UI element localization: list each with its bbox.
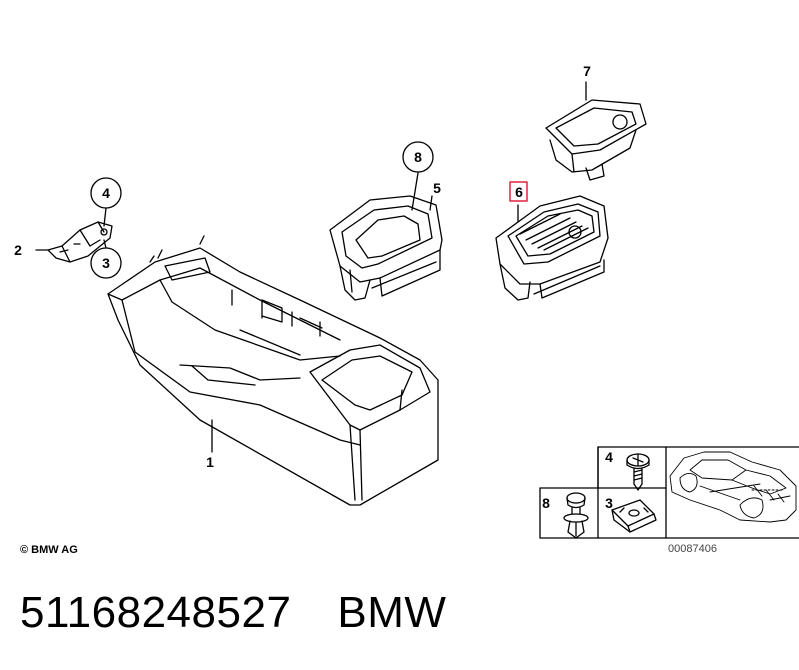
callout-2: 2 — [14, 242, 22, 258]
callout-circle-8 — [402, 141, 434, 173]
diagram-reference: 00087406 — [668, 543, 717, 555]
callout-3: 3 — [102, 255, 110, 271]
callout-1: 1 — [206, 454, 214, 470]
callout-5: 5 — [433, 180, 441, 196]
center-console-icon — [107, 235, 439, 506]
ashtray-insert-icon — [329, 195, 443, 301]
callout-7: 7 — [583, 63, 591, 79]
callout-8: 8 — [414, 149, 422, 165]
part-number-line: 51168248527 BMW — [20, 588, 446, 638]
tray-icon — [545, 99, 647, 181]
highlight-box-6 — [509, 181, 528, 202]
inset-label-3: 3 — [605, 495, 613, 511]
inset-label-8: 8 — [542, 495, 550, 511]
copyright-text: © BMW AG — [20, 544, 78, 556]
inset-label-4: 4 — [605, 449, 613, 465]
car-icon — [669, 451, 797, 523]
bracket-icon — [47, 221, 113, 263]
part-number: 51168248527 — [20, 588, 292, 637]
ashtray-cover-icon — [495, 195, 609, 301]
brand-name: BMW — [337, 588, 447, 637]
screw-icon — [626, 453, 650, 491]
callout-6: 6 — [515, 184, 523, 200]
clip-icon — [563, 492, 589, 539]
callout-circle-4 — [90, 177, 122, 209]
nut-icon — [611, 499, 657, 533]
callout-4: 4 — [102, 185, 110, 201]
leader-lines — [35, 81, 587, 453]
callout-circle-3 — [90, 247, 122, 279]
